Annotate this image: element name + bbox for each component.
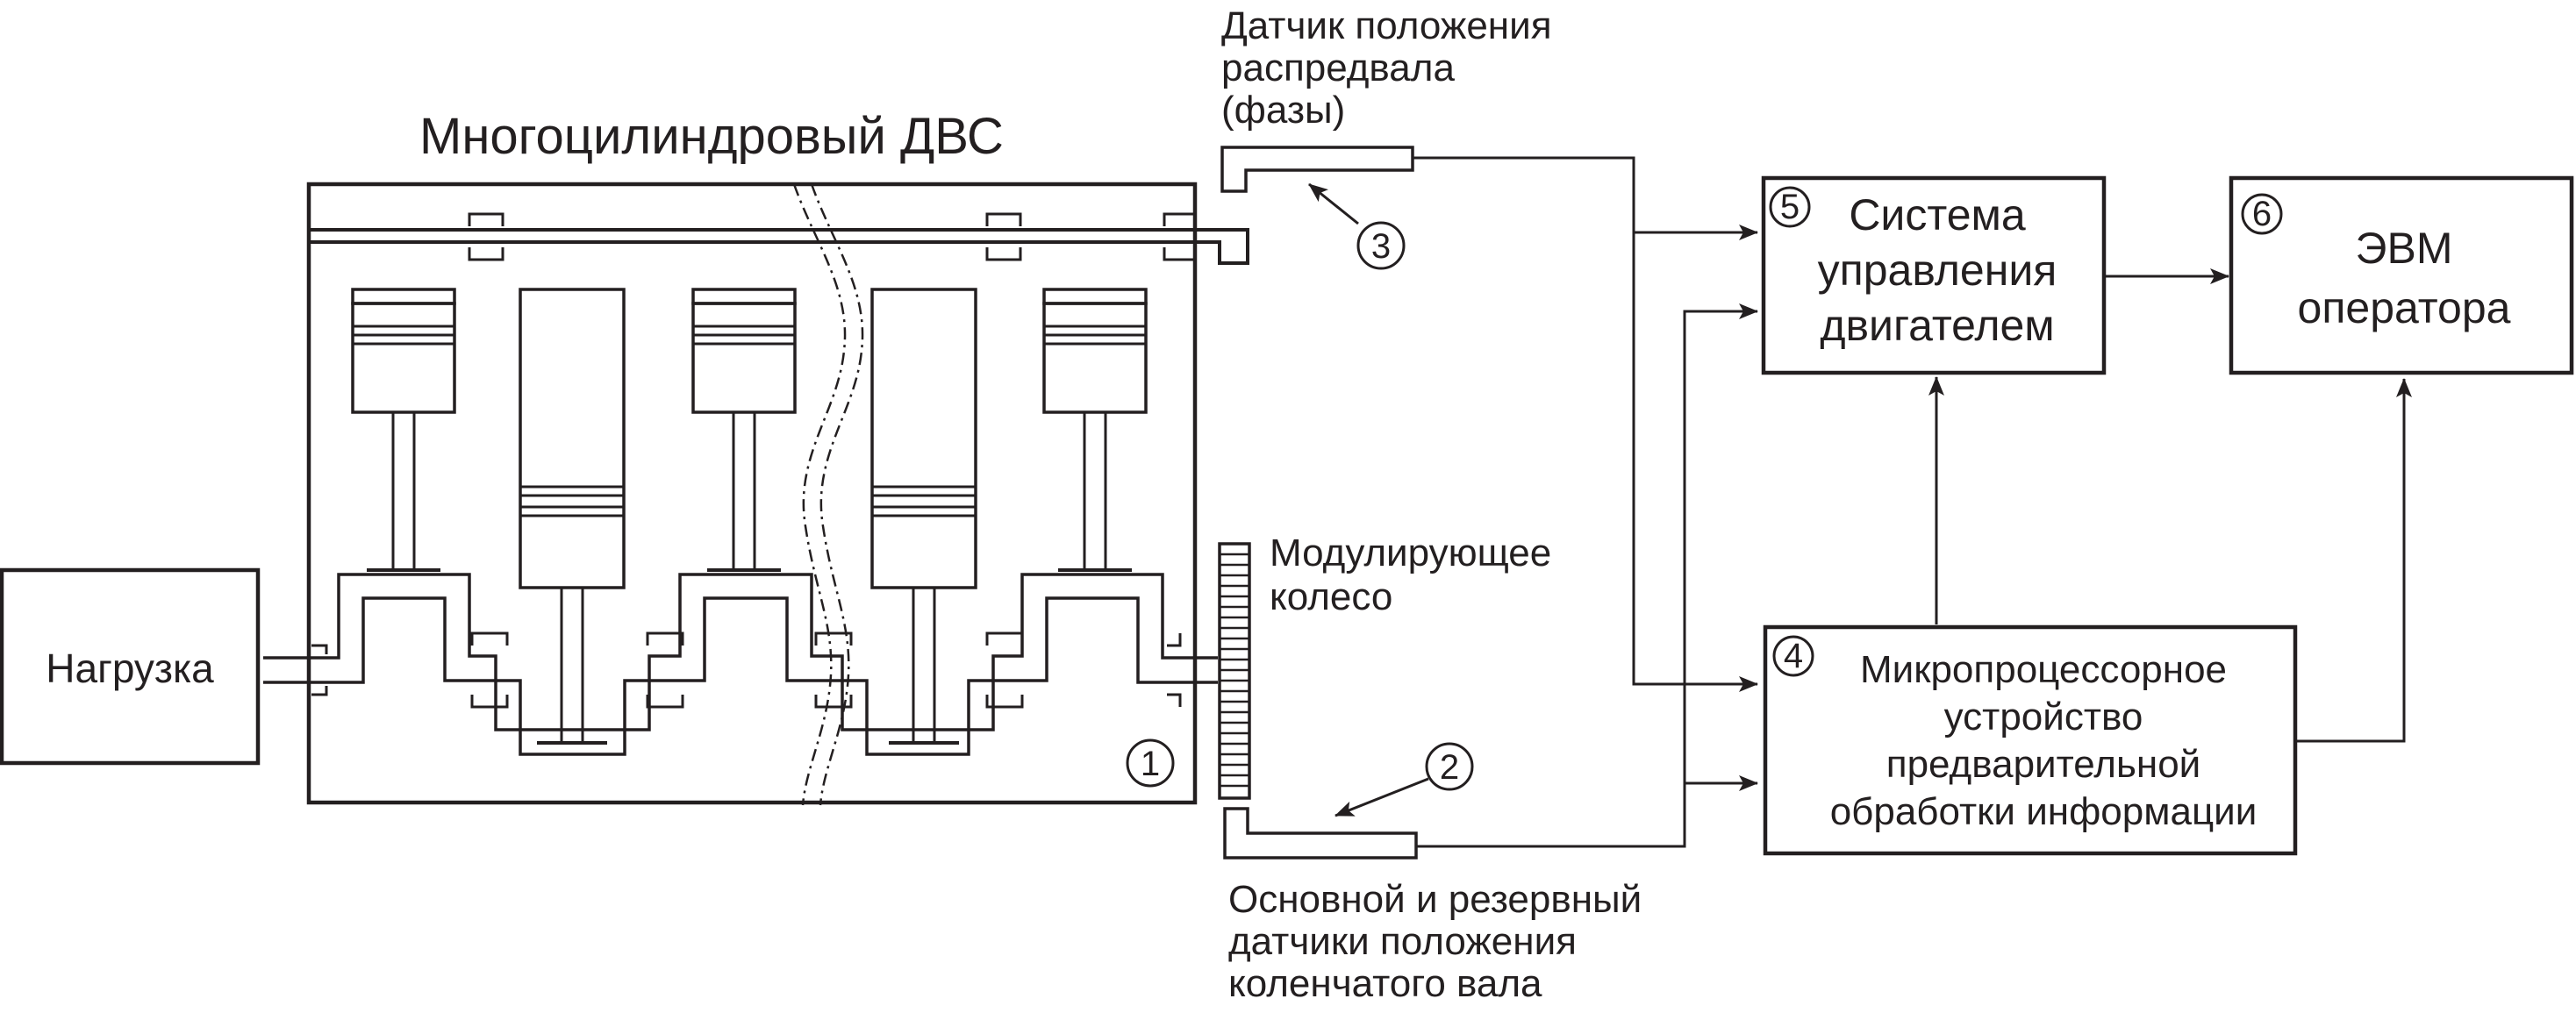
connections <box>1413 156 2412 848</box>
modulating-wheel: Модулирующее колесо <box>1218 531 1551 800</box>
crank-sensor-label-line3: коленчатого вала <box>1228 962 1542 1005</box>
mpu-marker: 4 <box>1784 637 1803 675</box>
camshaft-end <box>1193 228 1249 265</box>
cam-sensor: Датчик положения распредвала (фазы) 3 <box>1220 4 1552 270</box>
mpu-label-line2: устройство <box>1944 696 2143 738</box>
cam-sensor-label-line3: (фазы) <box>1221 89 1345 132</box>
cylinder-5 <box>1042 288 1148 572</box>
operator-pc-label-line1: ЭВМ <box>2356 224 2453 273</box>
ecu-label-line1: Система <box>1849 190 2026 239</box>
load-label: Нагрузка <box>46 646 214 691</box>
cylinder-3 <box>691 288 797 572</box>
ecu-box: 5 Система управления двигателем <box>1761 175 2107 375</box>
mpu-label-line3: предварительной <box>1886 743 2201 786</box>
mpu-label-line1: Микропроцессорное <box>1860 648 2227 691</box>
crankshaft <box>263 573 1218 731</box>
wheel-label-line1: Модулирующее <box>1270 531 1551 574</box>
ecu-label-line2: управления <box>1818 246 2057 295</box>
crank-bearings <box>311 631 1182 709</box>
engine-block: Многоцилиндровый ДВС <box>263 108 1249 806</box>
crank-sensors: Основной и резервный датчики положения к… <box>1223 742 1642 1005</box>
mpu-box: 4 Микропроцессорное устройство предварит… <box>1763 624 2298 856</box>
cam-sensor-label-line1: Датчик положения <box>1221 4 1552 47</box>
break-lines <box>792 183 864 806</box>
wheel-label-line2: колесо <box>1270 575 1392 618</box>
camshaft-bearings <box>468 212 1193 261</box>
engine-marker: 1 <box>1141 745 1160 783</box>
engine-housing <box>306 182 1198 805</box>
load-block: Нагрузка <box>0 567 261 766</box>
operator-pc-label-line2: оператора <box>2298 283 2511 332</box>
cam-sensor-marker: 3 <box>1371 227 1391 266</box>
crank-sensor-label-line1: Основной и резервный <box>1228 878 1642 921</box>
ecu-marker: 5 <box>1780 188 1800 226</box>
crank-sensor-label-line2: датчики положения <box>1228 920 1577 963</box>
crank-sensor-marker: 2 <box>1440 748 1459 787</box>
cylinder-1 <box>351 288 456 572</box>
mpu-label-line4: обработки информации <box>1830 790 2258 833</box>
cylinder-4 <box>870 288 977 745</box>
operator-pc-marker: 6 <box>2252 195 2272 233</box>
operator-pc-box: 6 ЭВМ оператора <box>2229 175 2574 375</box>
ecu-label-line3: двигателем <box>1820 301 2054 350</box>
engine-title: Многоцилиндровый ДВС <box>419 108 1004 165</box>
cylinder-2 <box>519 288 626 745</box>
cam-sensor-label-line2: распредвала <box>1221 46 1455 89</box>
